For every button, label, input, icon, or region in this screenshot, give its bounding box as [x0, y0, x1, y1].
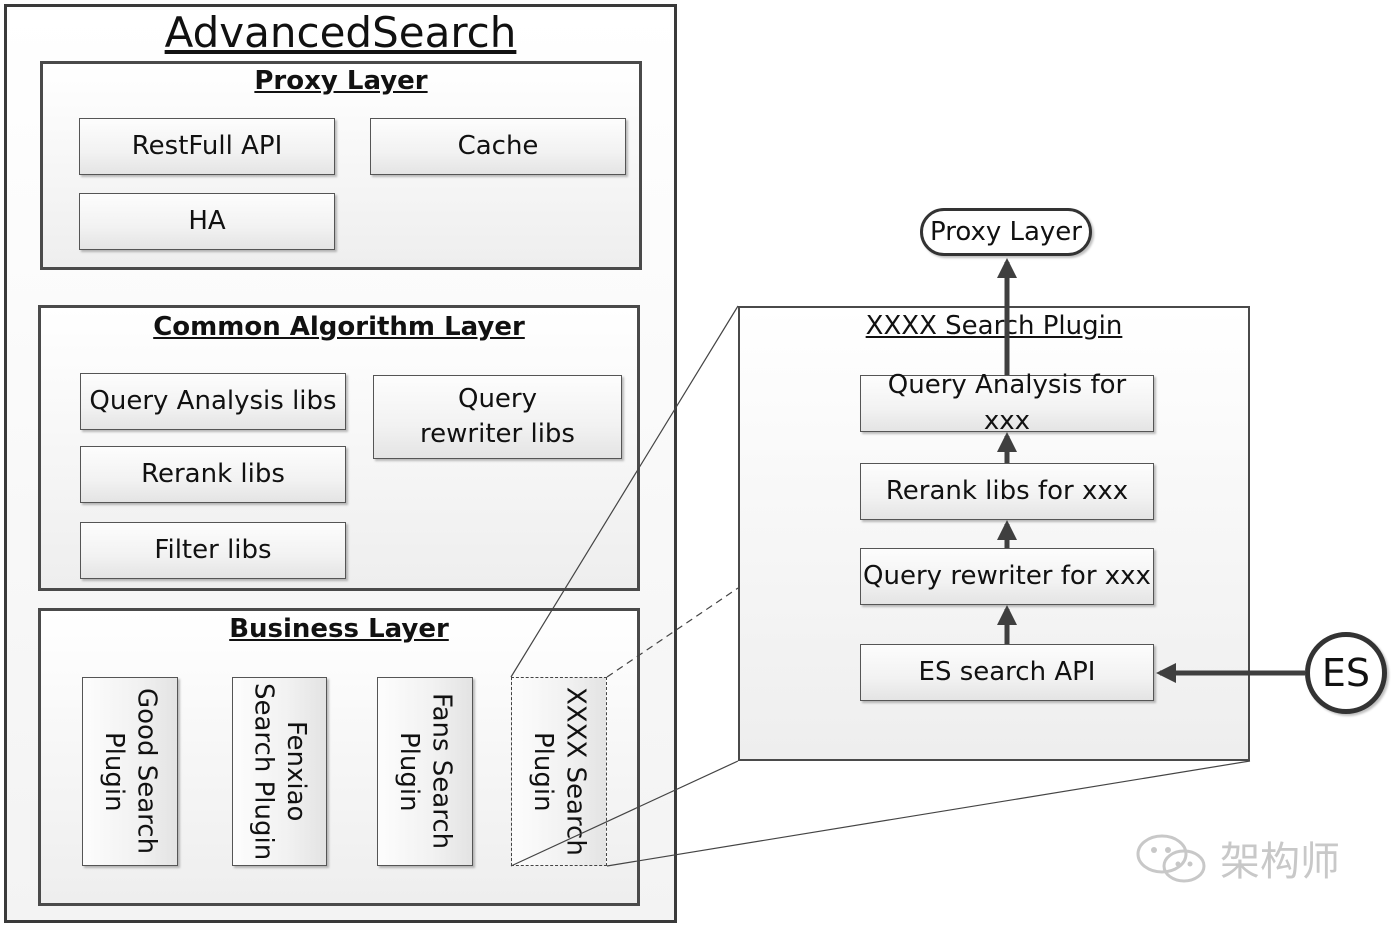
advanced-search-title: AdvancedSearch — [164, 8, 517, 57]
proxy-layer-title: Proxy Layer — [254, 66, 428, 96]
plugin-detail-title: XXXX Search Plugin — [865, 311, 1123, 341]
filter-libs-box: Filter libs — [80, 522, 346, 579]
plugin-label-line1: Fans Search — [426, 693, 457, 850]
rerank-libs-box: Rerank libs — [80, 446, 346, 503]
plugin-label-line1: Good Search — [131, 688, 162, 855]
es-node: ES — [1305, 632, 1387, 714]
ha-box: HA — [79, 193, 335, 250]
plugin-label-line2: Plugin — [528, 731, 558, 812]
business-layer-title: Business Layer — [229, 614, 449, 644]
zoom-line-bottom-right — [606, 760, 1251, 867]
proxy-layer-terminal: Proxy Layer — [920, 208, 1092, 256]
zoom-line-top — [510, 305, 739, 678]
algorithm-layer-title: Common Algorithm Layer — [153, 312, 525, 342]
plugin-label-line2: Plugin — [394, 731, 424, 812]
zoom-line-bottom-left — [510, 760, 739, 867]
watermark: 架构师 — [1132, 830, 1372, 886]
watermark-text: 架构师 — [1220, 839, 1340, 885]
plugin-label-line1: XXXX Search — [560, 687, 591, 856]
es-search-api-step: ES search API — [860, 644, 1154, 701]
query-rewriter-step: Query rewriter for xxx — [860, 548, 1154, 605]
plugin-label-line1: Fenxiao — [281, 721, 311, 822]
query-analysis-libs-box: Query Analysis libs — [80, 373, 346, 430]
plugin-label-line2: Search Plugin — [248, 682, 279, 861]
wechat-icon — [1136, 834, 1206, 883]
cache-box: Cache — [370, 118, 626, 175]
rerank-step: Rerank libs for xxx — [860, 463, 1154, 520]
plugin-label-line2: Plugin — [99, 731, 129, 812]
restfull-api-box: RestFull API — [79, 118, 335, 175]
zoom-line-top-dashed — [606, 587, 739, 678]
query-analysis-step: Query Analysis for xxx — [860, 370, 1154, 436]
query-rewriter-libs-box: Query rewriter libs — [373, 375, 622, 459]
